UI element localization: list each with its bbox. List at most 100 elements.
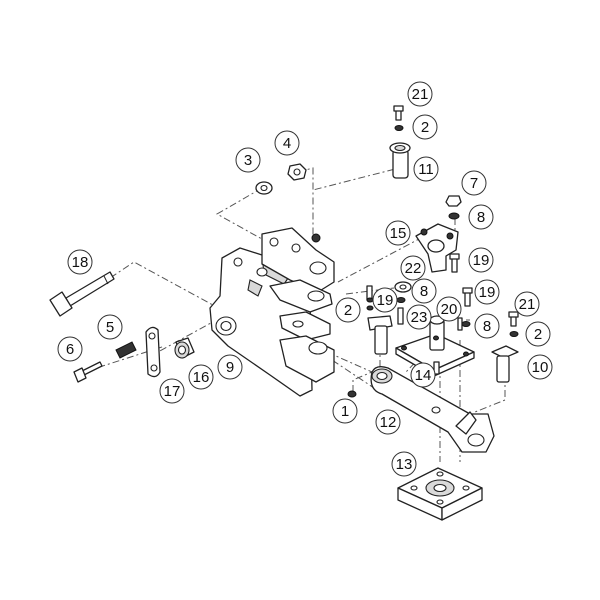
- callout-circle: [372, 287, 398, 313]
- callout-circle: [67, 249, 93, 275]
- lever-arm-part-12: [370, 366, 495, 453]
- callout-circle: [335, 297, 361, 323]
- callout-circle: [375, 409, 401, 435]
- callout-6: 6: [57, 336, 83, 362]
- callout-23: 23: [406, 304, 432, 330]
- nut-part-4: [287, 163, 307, 181]
- callout-20: 20: [436, 296, 462, 322]
- callout-circle: [410, 362, 436, 388]
- nut-part-1: [347, 390, 357, 398]
- callout-circle: [436, 296, 462, 322]
- washer-part-2b: [366, 297, 374, 303]
- callout-label: 23: [411, 309, 428, 326]
- pin-bracket-small: [367, 315, 393, 355]
- callout-circle: [474, 313, 500, 339]
- callout-label: 16: [193, 369, 210, 386]
- bolt-part-6: [73, 361, 103, 383]
- callout-2: 2: [335, 297, 361, 323]
- callout-label: 2: [344, 302, 352, 319]
- callout-label: 13: [396, 456, 413, 473]
- callout-circle: [188, 364, 214, 390]
- callout-label: 10: [532, 359, 549, 376]
- callout-13: 13: [391, 451, 417, 477]
- callout-2: 2: [525, 321, 551, 347]
- callout-19: 19: [468, 247, 494, 273]
- callout-circle: [527, 354, 553, 380]
- bushing-part-16: [174, 337, 195, 359]
- callout-label: 8: [483, 318, 491, 335]
- callout-label: 21: [519, 296, 536, 313]
- callout-12: 12: [375, 409, 401, 435]
- link-plate-part-17: [145, 326, 161, 378]
- callout-label: 20: [441, 301, 458, 318]
- callout-label: 2: [421, 119, 429, 136]
- small-bolt-part-21b: [508, 311, 519, 327]
- callout-2: 2: [412, 114, 438, 140]
- screw-part-23: [397, 307, 404, 325]
- callout-label: 22: [405, 260, 422, 277]
- pin-part-11: [389, 142, 411, 179]
- callout-circle: [474, 279, 500, 305]
- base-part-13: [397, 467, 483, 521]
- callout-5: 5: [97, 314, 123, 340]
- callout-22: 22: [400, 255, 426, 281]
- callout-circle: [385, 220, 411, 246]
- screw-part-20: [457, 317, 463, 331]
- callout-19: 19: [474, 279, 500, 305]
- callout-circle: [411, 278, 437, 304]
- callout-label: 19: [479, 284, 496, 301]
- callout-15: 15: [385, 220, 411, 246]
- callout-label: 2: [534, 326, 542, 343]
- callout-circle: [274, 130, 300, 156]
- callout-14: 14: [410, 362, 436, 388]
- callout-7: 7: [461, 170, 487, 196]
- callout-label: 11: [418, 161, 434, 178]
- callout-1: 1: [332, 398, 358, 424]
- callout-17: 17: [159, 378, 185, 404]
- callout-11: 11: [413, 156, 439, 182]
- callout-circle: [391, 451, 417, 477]
- callout-8: 8: [411, 278, 437, 304]
- small-bolt-part-21a: [393, 105, 404, 121]
- washer-part-22: [394, 281, 412, 293]
- callout-circle: [461, 170, 487, 196]
- screw-part-19c: [462, 287, 473, 307]
- screw-part-19b: [366, 285, 374, 311]
- callout-circle: [332, 398, 358, 424]
- callout-10: 10: [527, 354, 553, 380]
- callout-circle: [159, 378, 185, 404]
- callout-16: 16: [188, 364, 214, 390]
- callout-circle: [407, 81, 433, 107]
- callout-label: 18: [72, 254, 89, 271]
- callout-label: 17: [164, 383, 181, 400]
- callout-circle: [525, 321, 551, 347]
- callout-3: 3: [235, 147, 261, 173]
- callout-label: 21: [412, 86, 429, 103]
- nut-part-7: [445, 195, 462, 207]
- callout-circle: [468, 204, 494, 230]
- callout-circle: [57, 336, 83, 362]
- callout-circle: [406, 304, 432, 330]
- callout-label: 8: [420, 283, 428, 300]
- pin-part-10: [491, 345, 519, 383]
- washer-part-2a: [394, 125, 404, 131]
- washer-part-2c: [509, 331, 519, 337]
- spring-pin-part-5: [115, 341, 137, 359]
- callout-label: 12: [380, 414, 397, 431]
- callout-label: 5: [106, 319, 114, 336]
- callout-label: 1: [341, 403, 349, 420]
- callout-label: 15: [390, 225, 407, 242]
- long-bolt-part-18: [49, 271, 115, 317]
- callout-8: 8: [468, 204, 494, 230]
- washer-part-8c: [461, 321, 471, 327]
- callout-21: 21: [407, 81, 433, 107]
- washer-part-8a: [448, 212, 460, 220]
- callout-circle: [400, 255, 426, 281]
- callout-circle: [468, 247, 494, 273]
- callout-circle: [412, 114, 438, 140]
- callout-label: 3: [244, 152, 252, 169]
- callout-label: 14: [415, 367, 432, 384]
- callout-label: 19: [377, 292, 394, 309]
- callout-circle: [217, 354, 243, 380]
